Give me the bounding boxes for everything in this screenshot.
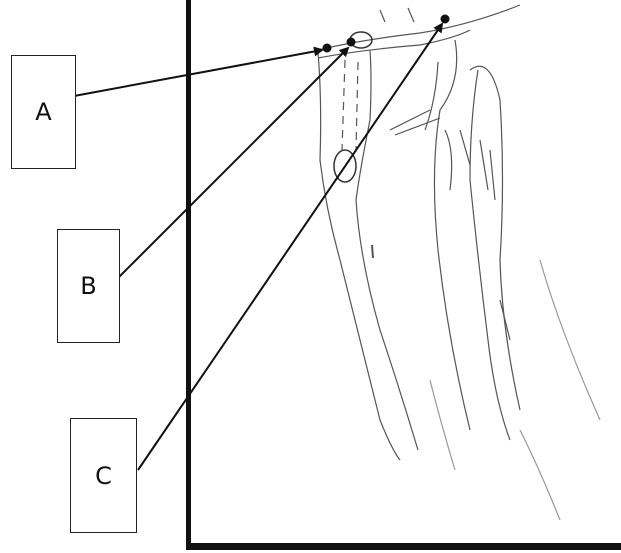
label-box-a: A: [11, 55, 76, 169]
frame-bottom-line: [186, 543, 621, 550]
arrow-b: [118, 48, 348, 278]
label-a-text: A: [35, 98, 51, 126]
label-b-text: B: [80, 272, 96, 300]
arrow-c: [138, 24, 442, 470]
label-box-b: B: [57, 229, 120, 343]
arrow-a: [74, 50, 322, 96]
bone-sketch: [318, 5, 600, 520]
label-box-c: C: [70, 418, 137, 533]
landmark-dot-b: [347, 38, 356, 47]
frame-left-line: [186, 0, 191, 548]
landmark-dot-a: [323, 44, 332, 53]
label-c-text: C: [95, 462, 112, 490]
landmark-dot-c: [441, 15, 450, 24]
